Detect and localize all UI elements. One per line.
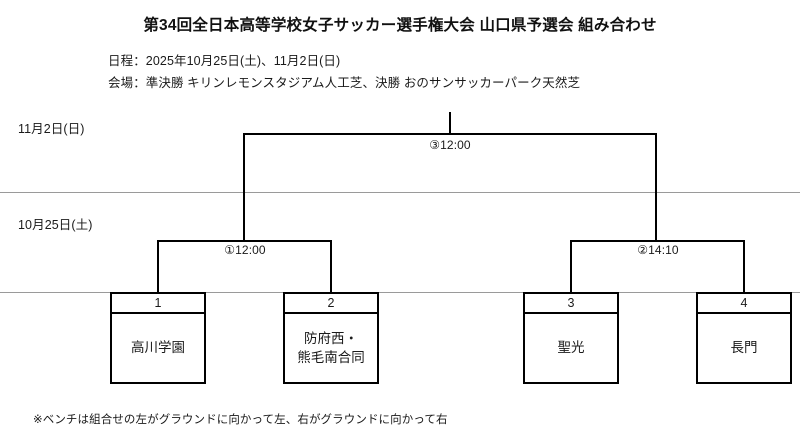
semifinal-1-leg-left xyxy=(157,240,159,293)
team-name-2: 防府西・ 熊毛南合同 xyxy=(297,331,365,365)
team-box-2: 2 防府西・ 熊毛南合同 xyxy=(283,292,379,384)
team-box-3: 3 聖光 xyxy=(523,292,619,384)
round-label-semifinal: 10月25日(土) xyxy=(18,218,93,232)
semifinal-2-connector-bar xyxy=(570,240,745,242)
venue-info: 会場：準決勝 キリンレモンスタジアム人工芝、決勝 おのサンサッカーパーク天然芝 xyxy=(108,76,581,90)
final-connector-bar xyxy=(243,133,657,135)
round-separator-upper xyxy=(0,192,800,193)
team-seed-4: 4 xyxy=(698,294,790,314)
round-label-final: 11月2日(日) xyxy=(18,122,85,136)
team-name-3: 聖光 xyxy=(557,340,585,356)
match-label-final: ③12:00 xyxy=(429,138,471,152)
team-name-4: 長門 xyxy=(730,340,758,356)
semifinal-2-leg-left xyxy=(570,240,572,293)
footer-note: ※ベンチは組合せの左がグラウンドに向かって左、右がグラウンドに向かって右 xyxy=(33,414,448,426)
semifinal-2-leg-right xyxy=(743,240,745,293)
team-box-4: 4 長門 xyxy=(696,292,792,384)
team-seed-2: 2 xyxy=(285,294,377,314)
schedule-info: 日程：2025年10月25日(土)、11月2日(日) xyxy=(108,54,341,68)
champion-stem xyxy=(449,112,451,134)
team-seed-1: 1 xyxy=(112,294,204,314)
semifinal-1-connector-bar xyxy=(157,240,332,242)
page-title: 第34回全日本高等学校女子サッカー選手権大会 山口県予選会 組み合わせ xyxy=(143,17,657,34)
team-box-1: 1 高川学園 xyxy=(110,292,206,384)
match-label-semifinal-2: ②14:10 xyxy=(637,243,679,257)
team-name-1: 高川学園 xyxy=(131,340,185,356)
semifinal-1-leg-right xyxy=(330,240,332,293)
round-separator-lower xyxy=(0,292,800,293)
final-leg-left xyxy=(243,133,245,241)
match-label-semifinal-1: ①12:00 xyxy=(224,243,266,257)
final-leg-right xyxy=(655,133,657,241)
team-seed-3: 3 xyxy=(525,294,617,314)
